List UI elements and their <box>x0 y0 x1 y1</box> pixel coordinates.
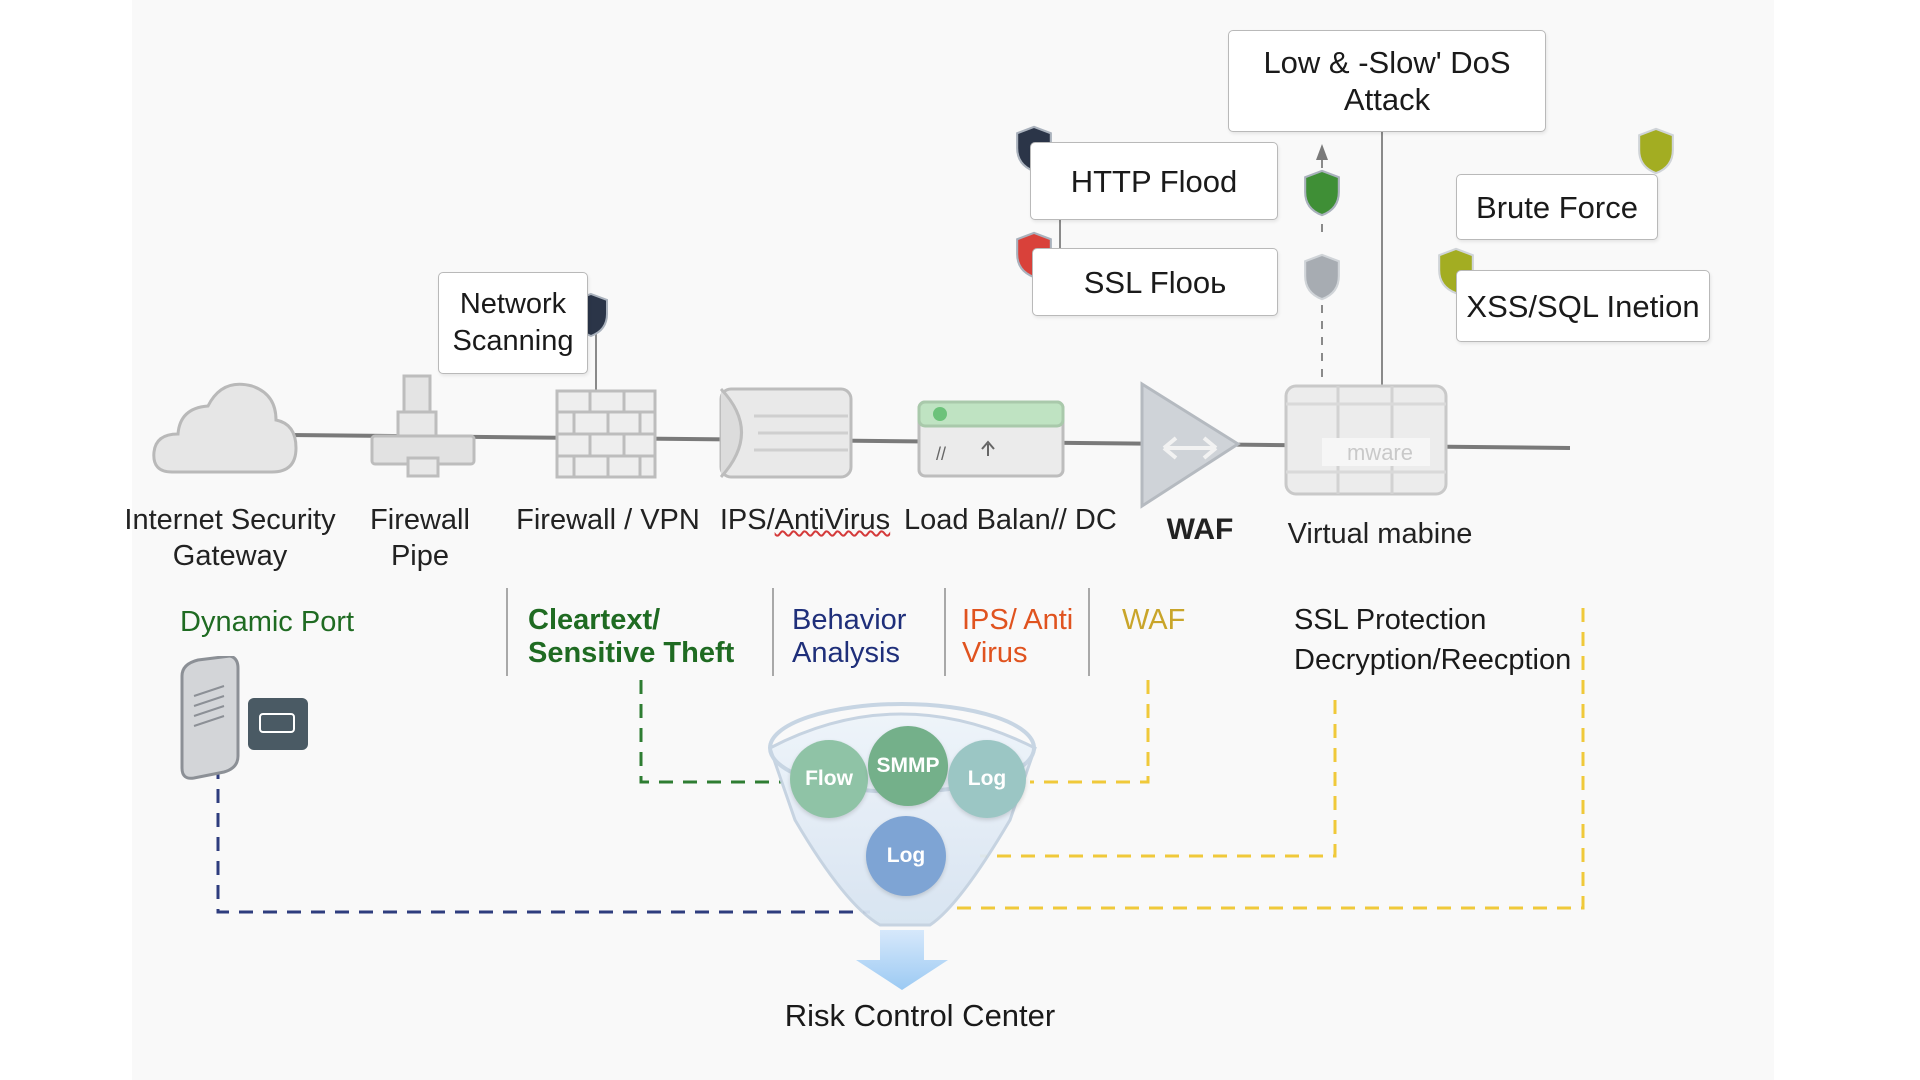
firewall-icon <box>555 389 657 479</box>
callout-network-scanning: Network Scanning <box>438 272 588 374</box>
callout-ssl-flood: SSL Flooь <box>1032 248 1278 316</box>
bubble-smmp: SMMP <box>868 726 948 806</box>
ips-device-icon <box>719 387 853 479</box>
shield-icon <box>1304 253 1340 301</box>
category-dynamic-port: Dynamic Port <box>180 606 355 638</box>
callout-http-flood: HTTP Flood <box>1030 142 1278 220</box>
risk-control-center-title: Risk Control Center <box>784 998 1056 1033</box>
callout-xss-sql: XSS/SQL Inetion <box>1456 270 1710 342</box>
dashed-feed-yellow-waf <box>1030 680 1150 784</box>
label-internet-security-gateway: Internet Security Gateway <box>124 504 336 572</box>
dashed-feed-green <box>639 680 782 784</box>
waf-icon <box>1140 381 1241 509</box>
callout-brute-force: Brute Force <box>1456 174 1658 240</box>
callout-low-slow-dos: Low & -Slow' DoS Attack <box>1228 30 1546 132</box>
label-virtual-machine: Virtual mabine <box>1287 518 1473 550</box>
label-ips-antivirus: IPS/AntiVirus <box>719 504 891 536</box>
svg-text://: // <box>936 444 946 464</box>
shield-icon <box>1638 127 1674 175</box>
vmware-badge: mware <box>1346 440 1413 465</box>
separator <box>506 588 508 676</box>
label-firewall-pipe: Firewall Pipe <box>370 504 470 572</box>
arrow-down-icon <box>856 930 948 990</box>
category-ips-anti-virus: IPS/ Anti Virus <box>962 604 1074 669</box>
shield-icon <box>1304 169 1340 217</box>
dashed-feed-navy <box>216 765 870 914</box>
label-waf: WAF <box>1166 513 1234 546</box>
separator <box>772 588 774 676</box>
server-icon <box>180 656 308 780</box>
category-waf: WAF <box>1122 604 1186 636</box>
category-behavior-analysis: Behavior Analysis <box>792 604 907 669</box>
label-load-balancer: Load Balan// DC <box>904 504 1117 536</box>
pipe-icon <box>370 374 476 478</box>
dashed-feed-yellow-outer <box>950 608 1585 910</box>
bubble-log-1: Log <box>948 740 1026 818</box>
separator <box>944 588 946 676</box>
separator <box>1088 588 1090 676</box>
bubble-flow: Flow <box>790 740 868 818</box>
load-balancer-icon: // <box>917 400 1065 478</box>
vm-icon <box>1284 384 1448 496</box>
cloud-icon <box>152 382 298 474</box>
category-ssl-protection: SSL Protection Decryption/Reecption <box>1294 604 1572 676</box>
category-cleartext-theft: Cleartext/ Sensitive Theft <box>528 604 735 669</box>
dashed-feed-yellow-ssl <box>980 700 1337 858</box>
arrow-up-icon <box>1316 144 1328 160</box>
bubble-log-2: Log <box>866 816 946 896</box>
label-firewall-vpn: Firewall / VPN <box>516 504 700 536</box>
